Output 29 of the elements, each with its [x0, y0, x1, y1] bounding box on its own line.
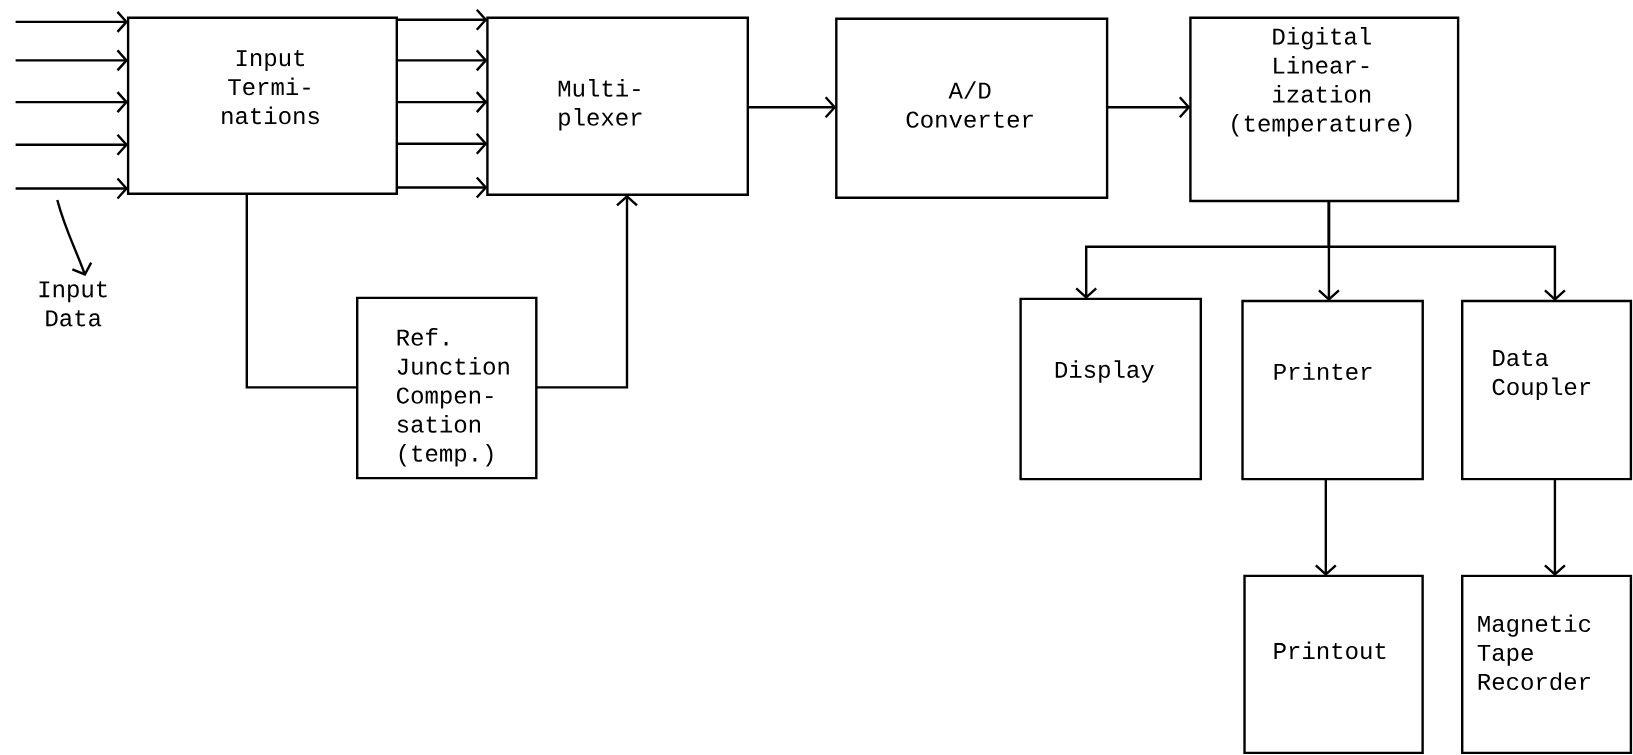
arrow	[396, 176, 488, 199]
arrow	[396, 9, 488, 31]
process-box: Magnetic Tape Recorder	[1461, 574, 1633, 755]
process-box: Digital Linear- ization (temperature)	[1189, 16, 1460, 203]
process-box: Data Coupler	[1461, 299, 1633, 481]
process-box: Multi- plexer	[486, 16, 749, 196]
arrow	[15, 11, 129, 33]
arrow	[15, 49, 129, 72]
arrow	[747, 96, 837, 119]
arrow	[396, 49, 488, 72]
arrow	[1327, 201, 1566, 301]
connector-line	[245, 193, 358, 389]
arrow	[1544, 479, 1566, 576]
process-box: A/D Converter	[835, 17, 1109, 199]
process-box: Input Termi- nations	[126, 16, 398, 195]
arrow	[15, 91, 129, 113]
arrow	[536, 194, 638, 389]
arrow	[396, 91, 488, 113]
arrow	[1315, 479, 1337, 576]
process-box: Ref. Junction Compen- sation (temp.)	[356, 296, 538, 480]
arrow	[15, 134, 129, 156]
arrow	[1107, 96, 1191, 119]
arrow	[56, 199, 93, 276]
arrow	[15, 177, 129, 200]
process-box: Printer	[1241, 299, 1424, 481]
arrow	[396, 132, 488, 155]
process-box: Printout	[1243, 574, 1424, 755]
process-box: Display	[1019, 297, 1202, 481]
input-label: Input Data	[39, 281, 107, 327]
